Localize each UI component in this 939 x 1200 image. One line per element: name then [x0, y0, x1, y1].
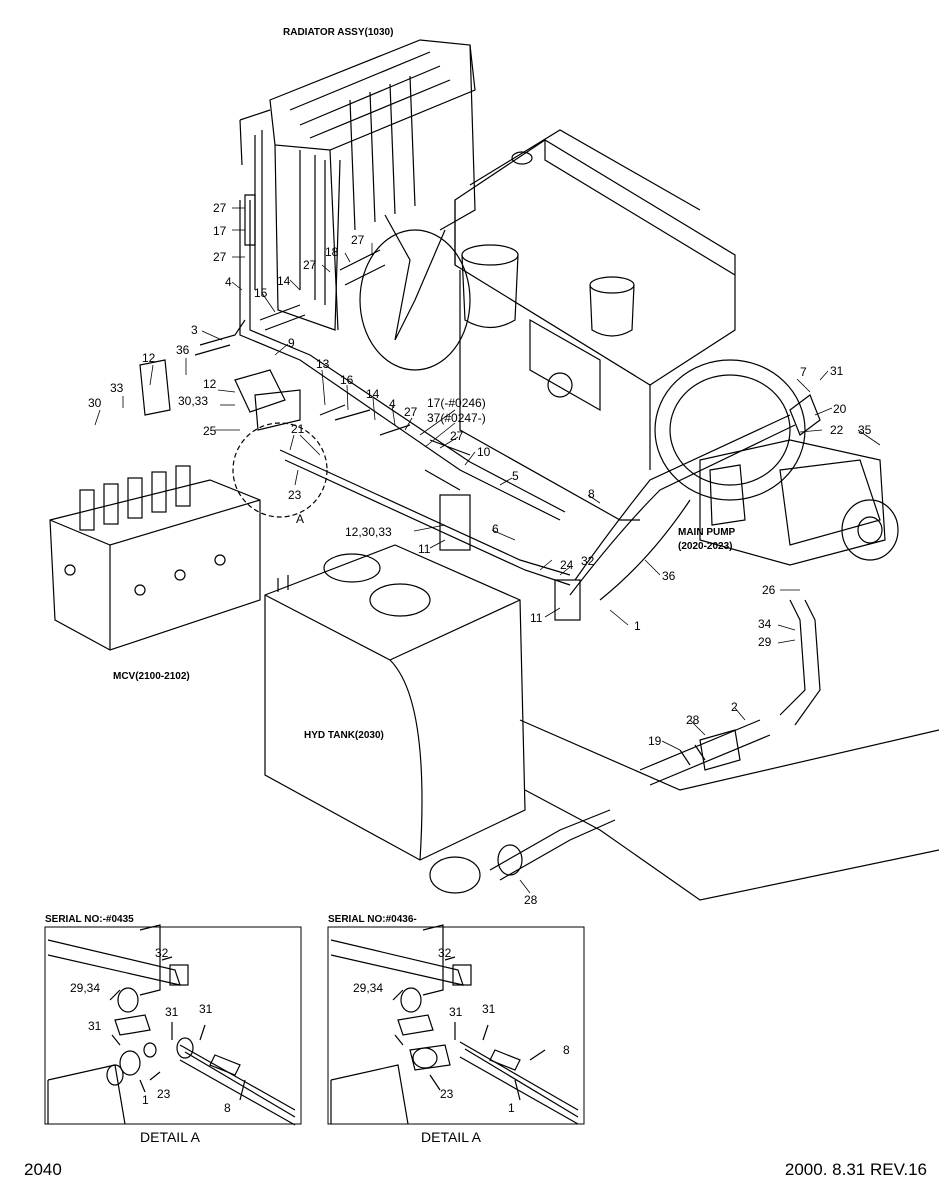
- callout: 32: [581, 554, 595, 568]
- detail-2-serial: SERIAL NO:#0436-: [328, 914, 417, 925]
- detail-2-labels: SERIAL NO:#0436- 32 29,34 31 31 8 23 1 D…: [328, 914, 570, 1145]
- callout: 27: [351, 233, 365, 247]
- callout: 27: [303, 258, 317, 272]
- callout: 14: [277, 274, 291, 288]
- callout: 3: [191, 323, 198, 337]
- detail-label: 31: [482, 1002, 496, 1016]
- detail-inset-2: [327, 924, 585, 1125]
- detail-label: 29,34: [70, 981, 100, 995]
- pipe-routing: [139, 194, 821, 881]
- callout: 30,33: [178, 394, 208, 408]
- callout: 6: [492, 522, 499, 536]
- detail-1-labels: SERIAL NO:-#0435 32 29,34 31 31 31 23 1 …: [45, 914, 231, 1145]
- detail-label: 1: [508, 1101, 515, 1115]
- callout: 15: [254, 286, 268, 300]
- callout: 27: [213, 201, 227, 215]
- detail-label: 29,34: [353, 981, 383, 995]
- hyd-tank-drawing: [264, 544, 939, 901]
- callout: 24: [560, 558, 574, 572]
- callout: 21: [291, 422, 305, 436]
- callout: 29: [758, 635, 772, 649]
- radiator-caption: RADIATOR ASSY(1030): [283, 27, 393, 38]
- callout: 20: [833, 402, 847, 416]
- detail-label: 32: [438, 946, 452, 960]
- callout: 35: [858, 423, 872, 437]
- callout: 4: [389, 397, 396, 411]
- callout-labels: 27 17 27 4 3 36 12 33 30 12 30,33 25 21 …: [88, 201, 872, 907]
- hyd-tank-caption: HYD TANK(2030): [304, 730, 384, 741]
- detail-inset-1: [44, 924, 302, 1126]
- callout: 16: [340, 373, 354, 387]
- callout: 30: [88, 396, 102, 410]
- detail-label: 31: [449, 1005, 463, 1019]
- main-pump-caption: MAIN PUMP: [678, 527, 736, 538]
- detail-label: 32: [155, 946, 169, 960]
- page-number: 2040: [24, 1160, 62, 1179]
- callout: 27: [404, 405, 418, 419]
- callout: 22: [830, 423, 844, 437]
- radiator-assy-drawing: [239, 39, 476, 331]
- callout: 12: [142, 351, 156, 365]
- callout: 17(-#0246): [427, 396, 486, 410]
- leader-lines: [94, 207, 881, 894]
- main-pump-drawing: [699, 394, 899, 566]
- callout: 33: [110, 381, 124, 395]
- callout: 7: [800, 365, 807, 379]
- callout: 1: [634, 619, 641, 633]
- callout: 27: [213, 250, 227, 264]
- mcv-caption: MCV(2100-2102): [113, 671, 190, 682]
- detail-label: 23: [157, 1087, 171, 1101]
- callout: 36: [662, 569, 676, 583]
- detail-label: 8: [563, 1043, 570, 1057]
- callout: 27: [450, 429, 464, 443]
- callout: 36: [176, 343, 190, 357]
- callout: 9: [288, 336, 295, 350]
- detail-1-serial: SERIAL NO:-#0435: [45, 914, 134, 925]
- callout: 13: [316, 357, 330, 371]
- callout: 14: [366, 387, 380, 401]
- detail-2-title: DETAIL A: [421, 1129, 482, 1145]
- callout: 23: [288, 488, 302, 502]
- detail-label: 31: [165, 1005, 179, 1019]
- callout: 18: [325, 245, 339, 259]
- callout: 12: [203, 377, 217, 391]
- revision-date: 2000. 8.31 REV.16: [784, 1160, 927, 1179]
- callout: 19: [648, 734, 662, 748]
- engine-drawing: [359, 129, 806, 521]
- callout: 31: [830, 364, 844, 378]
- callout: 25: [203, 424, 217, 438]
- callout: 10: [477, 445, 491, 459]
- callout: 12,30,33: [345, 525, 392, 539]
- detail-marker-a: A: [296, 512, 304, 526]
- callout: 26: [762, 583, 776, 597]
- detail-label: 8: [224, 1101, 231, 1115]
- callout: 11: [530, 611, 543, 625]
- callout: 17: [213, 224, 227, 238]
- callout: 8: [588, 487, 595, 501]
- callout: 28: [524, 893, 538, 907]
- main-pump-range-caption: (2020-2023): [678, 541, 732, 552]
- mcv-drawing: [49, 465, 261, 651]
- detail-label: 1: [142, 1093, 149, 1107]
- callout: 2: [731, 700, 738, 714]
- detail-label: 31: [88, 1019, 102, 1033]
- callout: 28: [686, 713, 700, 727]
- callout: 34: [758, 617, 772, 631]
- callout: 37(#0247-): [427, 411, 486, 425]
- callout: 4: [225, 275, 232, 289]
- detail-label: 31: [199, 1002, 213, 1016]
- callout: 5: [512, 469, 519, 483]
- detail-label: 23: [440, 1087, 454, 1101]
- detail-1-title: DETAIL A: [140, 1129, 201, 1145]
- callout: 11: [418, 542, 431, 556]
